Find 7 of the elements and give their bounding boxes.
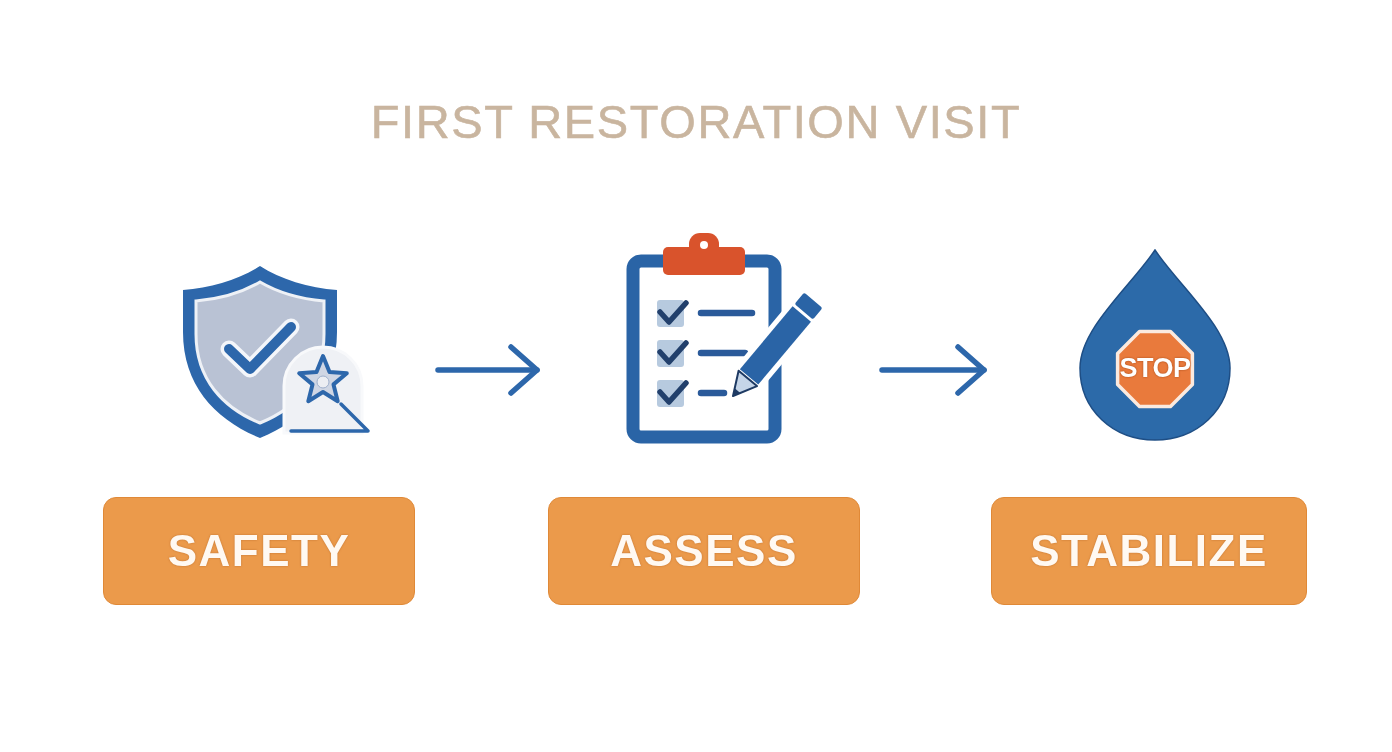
step-label: STABILIZE	[991, 497, 1307, 605]
step-label: SAFETY	[103, 497, 415, 605]
step-label: ASSESS	[548, 497, 860, 605]
diagram-title: FIRST RESTORATION VISIT	[370, 94, 1022, 150]
arrow	[879, 344, 987, 396]
arrow	[435, 344, 540, 396]
water-drop-icon	[1077, 247, 1233, 443]
